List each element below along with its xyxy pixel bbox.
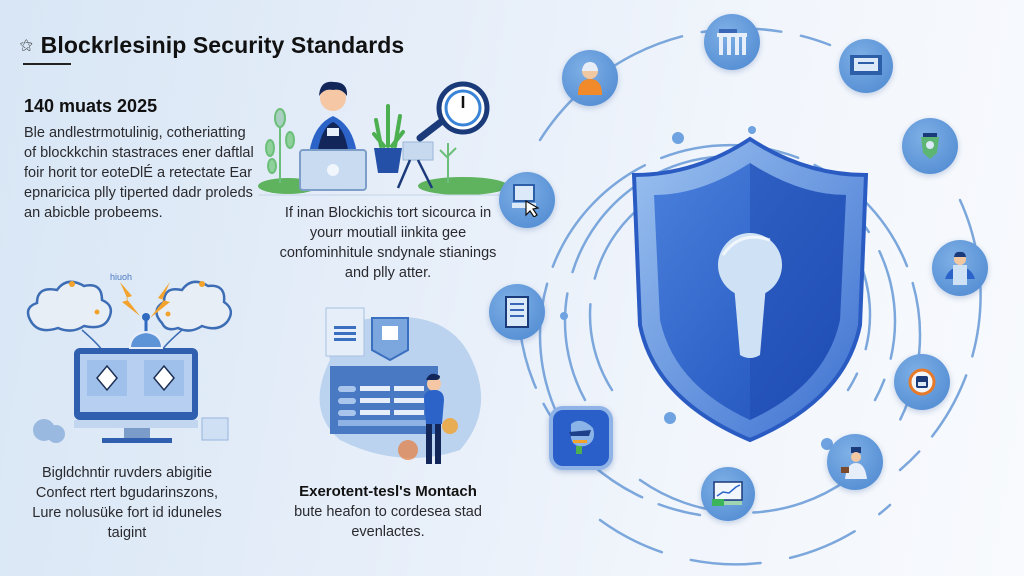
- intro-body: Ble andlestrmotulinig, cotheriatting of …: [24, 125, 254, 221]
- user-avatar-node[interactable]: [562, 50, 618, 106]
- chart-node[interactable]: [701, 467, 755, 521]
- user-avatar-icon: [578, 62, 602, 95]
- illustration-caption: hiuoh: [110, 272, 133, 282]
- scientist-node[interactable]: [827, 434, 883, 490]
- line-chart-icon: [712, 481, 743, 506]
- cloud-icon-right: [155, 280, 233, 332]
- bottom-left-text-block: Bigldchntir ruvders abigitie Confect rte…: [22, 463, 232, 543]
- cloud-icon-left: [26, 280, 113, 332]
- building-node[interactable]: [704, 14, 760, 70]
- intro-block: 140 muats 2025 Ble andlestrmotulinig, co…: [24, 96, 254, 223]
- bottom-middle-text-block: Exerotent-tesl's Montach bute heafon to …: [268, 483, 508, 542]
- potted-plant-icon: [372, 104, 405, 173]
- header: ⚝ Blockrlesinip Security Standards: [20, 32, 404, 59]
- shield-keyhole-icon: [631, 136, 869, 443]
- person-laptop-illustration: [258, 81, 514, 196]
- computer-cursor-node[interactable]: [499, 172, 555, 228]
- intro-heading: 140 muats 2025: [24, 96, 158, 116]
- keyhole-icon: [718, 233, 782, 358]
- bottom-left-body: Bigldchntir ruvders abigitie Confect rte…: [32, 465, 222, 541]
- compass-node[interactable]: [894, 354, 950, 410]
- logo-glyph-icon: ⚝: [20, 38, 33, 53]
- magnifier-clock-icon: [416, 81, 490, 142]
- document-icon: [505, 296, 529, 328]
- page-title: Blockrlesinip Security Standards: [40, 32, 405, 58]
- worker-node[interactable]: [932, 240, 988, 296]
- computer-clouds-illustration: hiuoh: [22, 268, 233, 453]
- bottom-middle-body: bute heafon to cordesea stad evenlactes.: [294, 504, 482, 540]
- compass-icon: [908, 368, 936, 396]
- dashboard-person-illustration: [319, 307, 482, 464]
- monitor-node[interactable]: [839, 39, 893, 93]
- plant-icon: [265, 108, 295, 183]
- title-underline: [23, 63, 71, 65]
- app-tile-icon: [569, 420, 594, 454]
- middle-body: If inan Blockichis tort sicourca in your…: [279, 205, 497, 281]
- globe-icon: [921, 133, 939, 159]
- worker-icon: [945, 251, 975, 285]
- app-tile-node[interactable]: [549, 406, 613, 470]
- computer-cursor-icon: [512, 184, 540, 217]
- lightning-icon: [120, 282, 170, 318]
- middle-text-block: If inan Blockichis tort sicourca in your…: [268, 203, 508, 283]
- globe-node[interactable]: [902, 118, 958, 174]
- document-node[interactable]: [489, 284, 545, 340]
- monitor-icon: [850, 55, 882, 75]
- scientist-icon: [841, 447, 867, 479]
- person-icon: [424, 373, 444, 464]
- building-icon: [717, 29, 747, 55]
- bottom-middle-heading: Exerotent-tesl's Montach: [299, 483, 477, 500]
